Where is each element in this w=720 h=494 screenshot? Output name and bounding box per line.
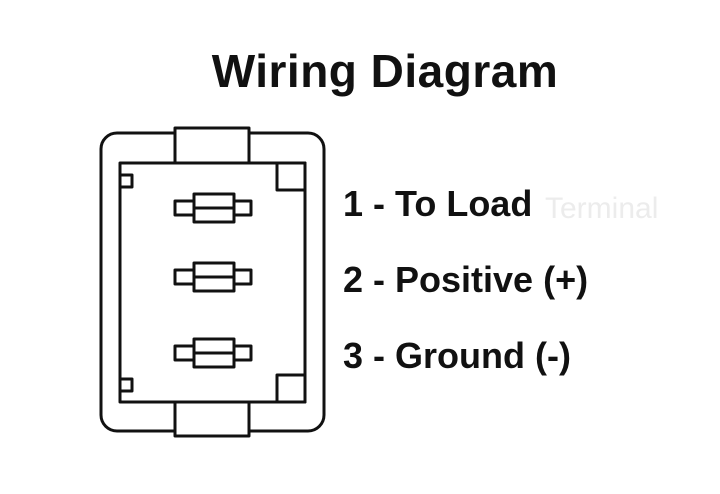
terminal-2-label: 2 - Positive (+) bbox=[343, 259, 589, 300]
watermark-text: Terminal bbox=[545, 192, 659, 225]
diagram-title: Wiring Diagram bbox=[211, 45, 559, 97]
corner-mark-bottom-right bbox=[275, 373, 307, 404]
bottom-mounting-clip bbox=[173, 400, 251, 438]
corner-mark-top-left bbox=[118, 173, 134, 189]
corner-mark-bottom-left bbox=[118, 377, 134, 393]
terminal-3-blade bbox=[173, 337, 253, 369]
corner-mark-top-right bbox=[275, 161, 307, 192]
terminal-2-blade bbox=[173, 261, 253, 293]
terminal-1-blade bbox=[173, 192, 253, 224]
terminal-3-label: 3 - Ground (-) bbox=[343, 335, 571, 376]
top-mounting-clip bbox=[173, 126, 251, 165]
terminal-1-label: 1 - To Load bbox=[343, 183, 533, 224]
